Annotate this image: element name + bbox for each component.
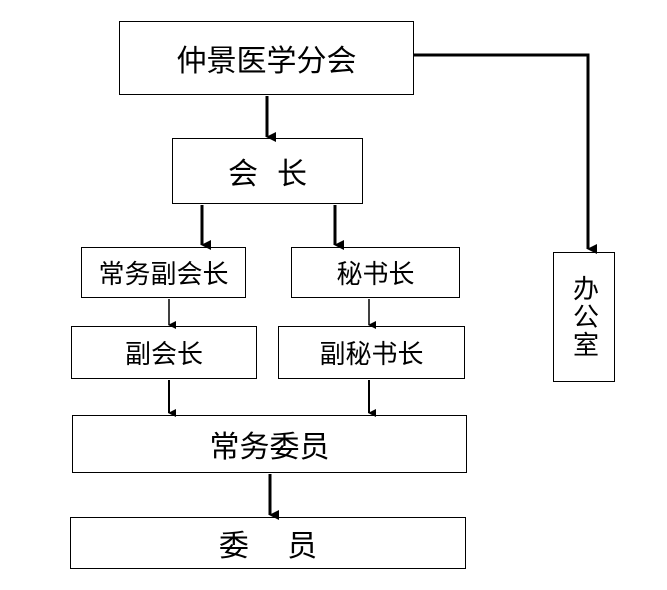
- committee-members-label: 委 员: [218, 529, 318, 564]
- deputy-secretary-general-node: 副秘书长: [278, 326, 465, 379]
- secretary-general-node: 秘书长: [291, 247, 460, 298]
- standing-committee-node: 常务委员: [72, 415, 467, 473]
- vice-president-node: 副会长: [71, 326, 257, 379]
- office-node: 办公室: [553, 252, 615, 382]
- executive-vice-president-label: 常务副会长: [98, 260, 229, 290]
- secretary-general-label: 秘书长: [336, 260, 415, 290]
- standing-committee-label: 常务委员: [209, 430, 330, 465]
- president-node-label: 会 长: [227, 157, 308, 192]
- root-node-label: 仲景医学分会: [176, 44, 357, 79]
- arrow-root-to-office: [414, 53, 597, 254]
- executive-vice-president-node: 常务副会长: [81, 247, 246, 298]
- committee-members-node: 委 员: [70, 517, 466, 569]
- office-label: 办公室: [568, 275, 599, 359]
- vice-president-label: 副会长: [124, 340, 203, 370]
- deputy-secretary-general-label: 副秘书长: [319, 340, 424, 370]
- root-node: 仲景医学分会: [119, 21, 414, 95]
- president-node: 会 长: [172, 138, 363, 204]
